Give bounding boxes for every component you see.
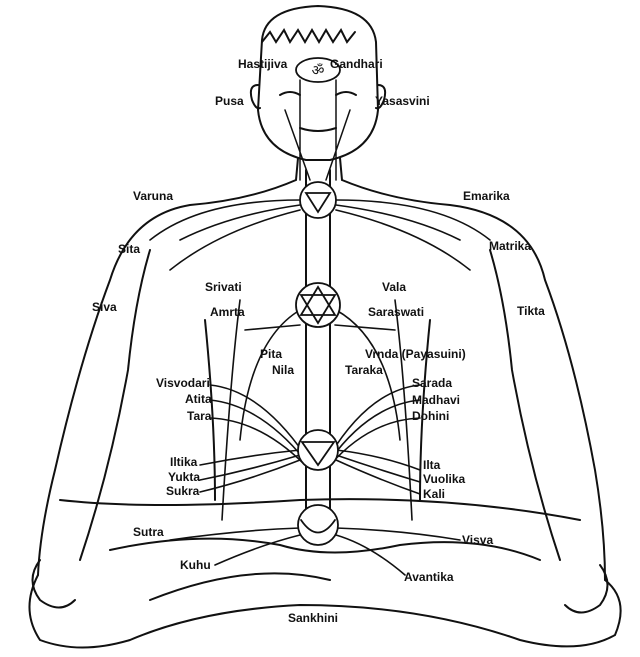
label-visva: Visva xyxy=(462,533,494,547)
chakra-icons xyxy=(295,57,341,546)
shoulders-arms-outer xyxy=(37,157,606,581)
label-pusa: Pusa xyxy=(215,94,244,108)
label-yasasvini: Yasasvini xyxy=(375,94,430,108)
label-kali: Kali xyxy=(423,487,446,501)
hands xyxy=(31,559,609,614)
label-vrnda: Vrnda (Payasuini) xyxy=(365,347,466,361)
label-pita: Pita xyxy=(260,347,283,361)
vishuddha-chakra-icon xyxy=(299,181,337,219)
label-sita: Sita xyxy=(118,242,141,256)
ajna-chakra-icon xyxy=(295,57,341,83)
label-nila: Nila xyxy=(272,363,295,377)
label-iltika: Iltika xyxy=(170,455,198,469)
label-srivati: Srivati xyxy=(205,280,242,294)
hair-line xyxy=(261,28,356,44)
torso-sides xyxy=(204,319,431,501)
label-sukra: Sukra xyxy=(166,484,200,498)
label-gandhari: Gandhari xyxy=(330,57,383,71)
label-tikta: Tikta xyxy=(517,304,545,318)
label-siva: Siva xyxy=(92,300,117,314)
anahata-chakra-icon xyxy=(295,282,341,328)
manipura-chakra-icon xyxy=(297,429,339,471)
label-atita: Atita xyxy=(185,392,212,406)
label-sutra: Sutra xyxy=(133,525,164,539)
crossed-legs xyxy=(59,498,581,601)
arms-inner xyxy=(79,249,561,561)
legs-outline xyxy=(28,574,622,649)
head-nadis xyxy=(284,79,351,181)
label-sankhini: Sankhini xyxy=(288,611,339,625)
label-vala: Vala xyxy=(382,280,407,294)
label-varuna: Varuna xyxy=(133,189,174,203)
nadi-lines xyxy=(149,199,491,576)
svadhisthana-chakra-icon xyxy=(297,504,339,546)
om-symbol: ॐ xyxy=(312,63,325,79)
label-madhavi: Madhavi xyxy=(412,393,461,407)
label-dohini: Dohini xyxy=(412,409,450,423)
label-saraswati: Saraswati xyxy=(368,305,425,319)
label-tara: Tara xyxy=(187,409,212,423)
label-sarada: Sarada xyxy=(412,376,453,390)
label-avantika: Avantika xyxy=(404,570,454,584)
ears xyxy=(249,84,387,110)
label-emarika: Emarika xyxy=(463,189,510,203)
head-outline xyxy=(256,4,380,161)
label-matrika: Matrika xyxy=(489,239,532,253)
label-vuolika: Vuolika xyxy=(423,472,466,486)
label-visvodari: Visvodari xyxy=(156,376,210,390)
face-features xyxy=(279,91,357,132)
label-hastijiva: Hastijiva xyxy=(238,57,288,71)
label-taraka: Taraka xyxy=(345,363,383,377)
label-kuhu: Kuhu xyxy=(180,558,211,572)
label-ilta: Ilta xyxy=(423,458,441,472)
label-amrta: Amrta xyxy=(210,305,245,319)
label-yukta: Yukta xyxy=(168,470,201,484)
